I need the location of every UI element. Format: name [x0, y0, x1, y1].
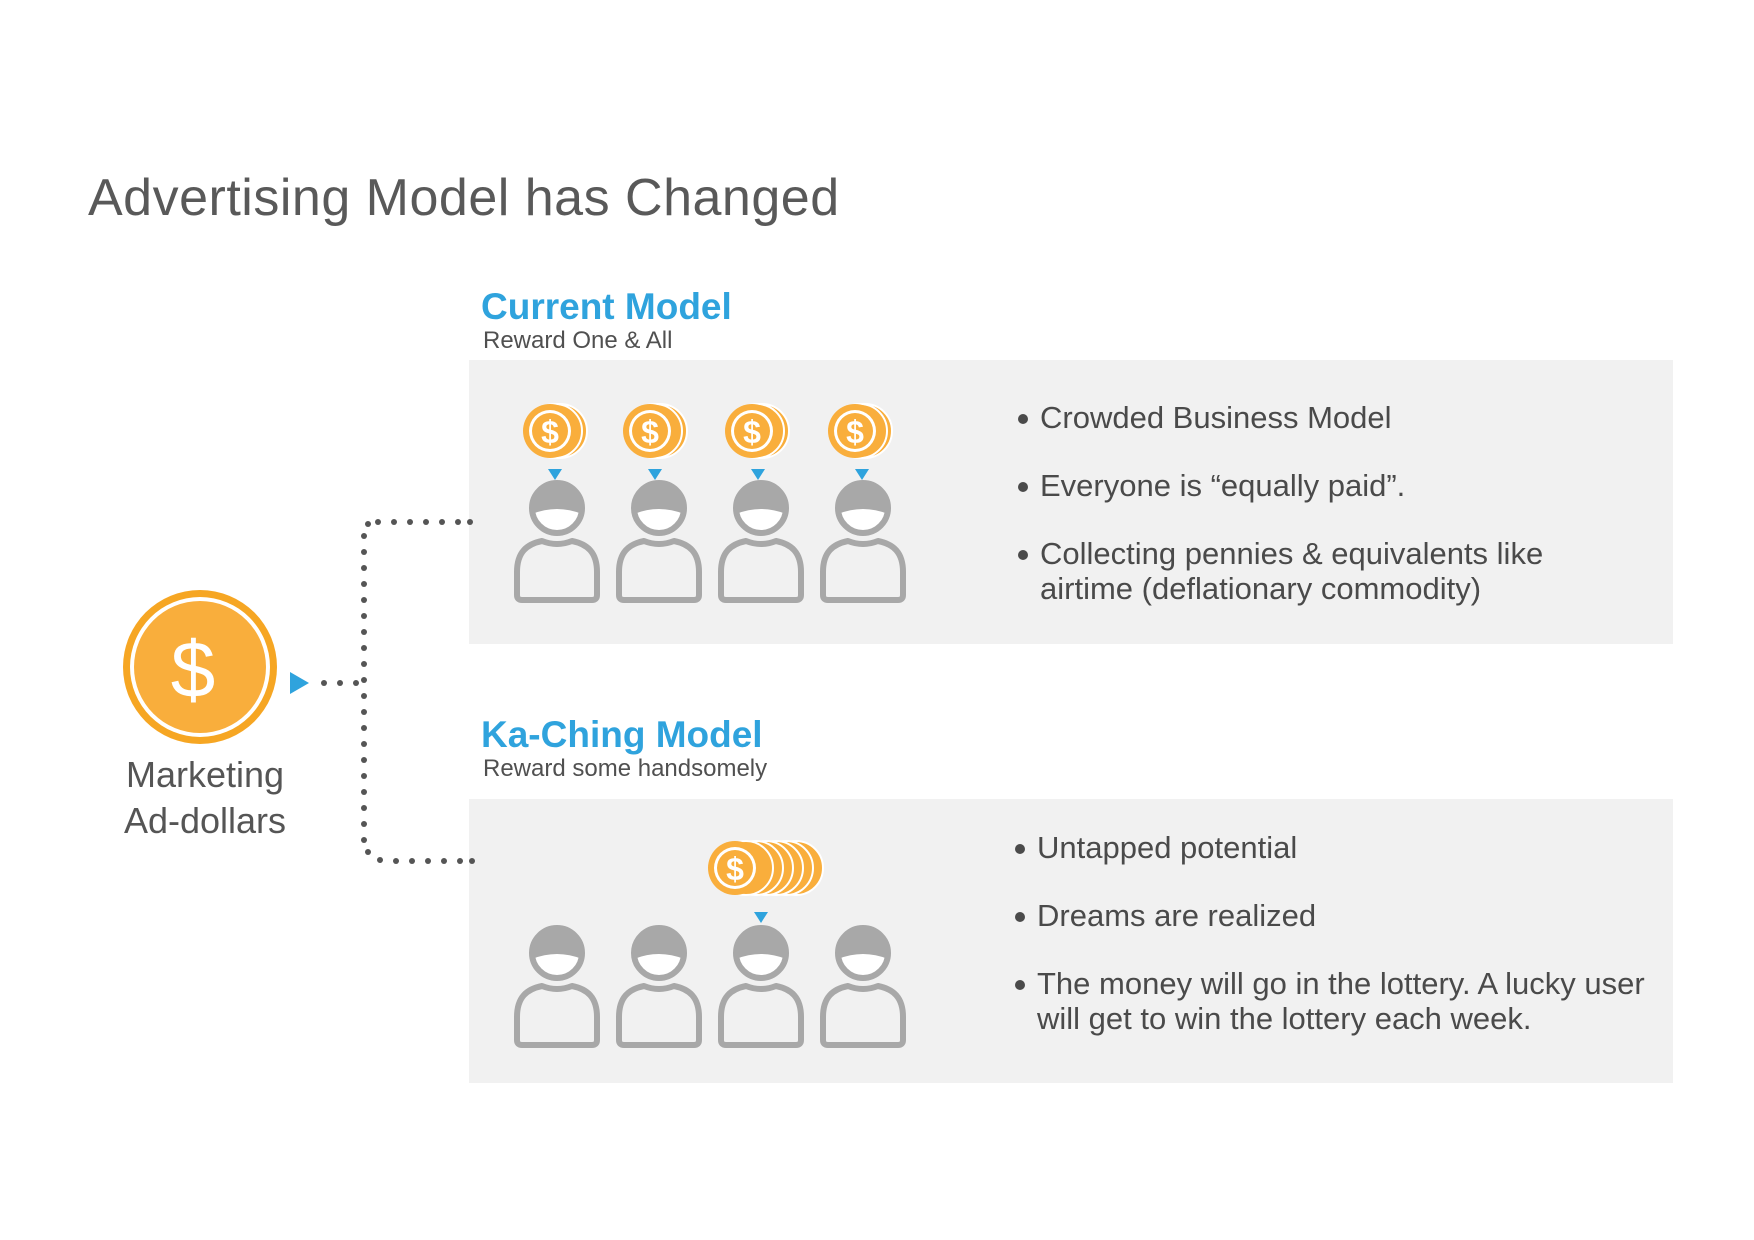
bullet-item: Untapped potential: [1013, 830, 1653, 865]
source-label-line2: Ad-dollars: [123, 800, 287, 841]
current-model-bullets: Crowded Business Model Everyone is “equa…: [1016, 400, 1636, 639]
bullet-dot-icon: [1015, 912, 1025, 922]
person-icon: [517, 928, 597, 1045]
kaching-model-subtitle: Reward some handsomely: [483, 755, 768, 782]
bullet-item: Crowded Business Model: [1016, 400, 1636, 435]
source-label-line1: Marketing: [125, 754, 285, 795]
coin-icon: [522, 403, 588, 459]
bullet-item: Collecting pennies & equivalents like ai…: [1016, 536, 1600, 606]
person-icon: [823, 483, 903, 600]
person-icon: [721, 928, 801, 1045]
svg-text:$: $: [171, 625, 216, 714]
person-icon: [721, 483, 801, 600]
svg-text:$: $: [726, 851, 744, 887]
current-model-subtitle: Reward One & All: [483, 327, 673, 354]
bullet-item: Dreams are realized: [1013, 898, 1653, 933]
kaching-arrow: [754, 912, 768, 923]
kaching-model-title: Ka-Ching Model: [481, 714, 763, 755]
bullet-dot-icon: [1015, 980, 1025, 990]
bullet-item: Everyone is “equally paid”.: [1016, 468, 1636, 503]
person-icon: [517, 483, 597, 600]
bullet-dot-icon: [1015, 844, 1025, 854]
coin-icon: [827, 403, 893, 459]
current-model-arrows: [548, 469, 869, 480]
current-model-people: [517, 483, 903, 600]
coin-icon: [622, 403, 688, 459]
coin-icon: [724, 403, 790, 459]
bullet-dot-icon: [1018, 550, 1028, 560]
kaching-model-bullets: Untapped potential Dreams are realized T…: [1013, 830, 1653, 1069]
source-coin-icon: $: [123, 590, 277, 744]
kaching-coin-stack-icon: $: [708, 840, 824, 896]
page-title: Advertising Model has Changed: [88, 169, 840, 227]
connector-arrow-icon: [290, 672, 309, 694]
current-model-title: Current Model: [481, 286, 732, 327]
person-icon: [823, 928, 903, 1045]
bullet-item: The money will go in the lottery. A luck…: [1013, 966, 1647, 1036]
bullet-dot-icon: [1018, 482, 1028, 492]
person-icon: [619, 928, 699, 1045]
person-icon: [619, 483, 699, 600]
current-model-coins: [522, 403, 893, 459]
kaching-model-people: [517, 928, 903, 1045]
dotted-connector: [321, 519, 475, 864]
source-label: Marketing Ad-dollars: [95, 752, 315, 844]
bullet-dot-icon: [1018, 414, 1028, 424]
